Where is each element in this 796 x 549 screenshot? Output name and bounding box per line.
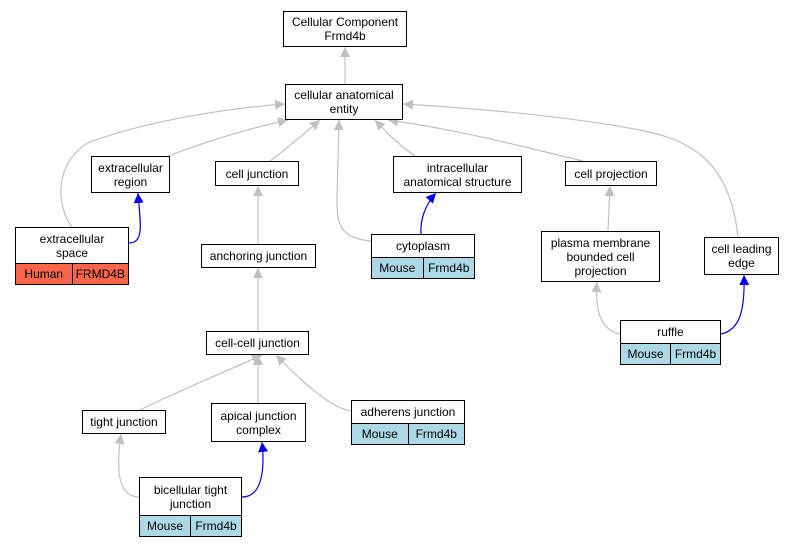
node-cell-junction[interactable]: cell junction: [215, 161, 299, 186]
node-label: extracellular space: [39, 231, 105, 260]
edge-is-a-ecs-to-cae: [60, 99, 286, 228]
node-anchoring-junction[interactable]: anchoring junction: [201, 244, 316, 268]
edge-is-a-ias-to-cae: [374, 119, 416, 157]
node-extracellular-region[interactable]: extracellular region: [91, 156, 170, 193]
edge-is-a-cp-to-cae: [387, 116, 584, 162]
mouse-annotation-row: Mouse Frmd4b: [352, 423, 464, 444]
node-extracellular-space[interactable]: extracellular space Human FRMD4B: [15, 227, 129, 285]
node-intracellular-anatomical-structure[interactable]: intracellular anatomical structure: [393, 156, 522, 193]
edge-part-of-ruffle-to-cle: [720, 274, 750, 335]
node-label: cytoplasm: [395, 239, 451, 253]
node-label: cell leading edge: [711, 242, 772, 270]
edge-is-a-cyto-to-cae: [333, 119, 372, 242]
edge-is-a-pmbcp-to-cp: [604, 185, 615, 232]
edge-part-of-cyto-to-ias: [420, 192, 437, 235]
node-bicellular-tight-junction[interactable]: bicellular tight junction Mouse Frmd4b: [139, 477, 242, 537]
node-label: intracellular anatomical structure: [403, 160, 512, 189]
node-cell-cell-junction[interactable]: cell-cell junction: [206, 331, 309, 355]
node-cell-projection[interactable]: cell projection: [565, 161, 657, 186]
node-label: Cellular Component Frmd4b: [291, 15, 399, 43]
human-annotation-row: Human FRMD4B: [16, 263, 128, 284]
mouse-annotation-row: Mouse Frmd4b: [140, 515, 241, 536]
node-label: plasma membrane bounded cell projection: [550, 235, 651, 278]
node-adherens-junction[interactable]: adherens junction Mouse Frmd4b: [351, 400, 465, 445]
node-plasma-membrane-bounded-cell-projection[interactable]: plasma membrane bounded cell projection: [541, 231, 660, 282]
node-label: apical junction complex: [220, 408, 297, 437]
node-cell-leading-edge[interactable]: cell leading edge: [704, 237, 779, 275]
node-cytoplasm[interactable]: cytoplasm Mouse Frmd4b: [371, 234, 475, 279]
gene-label: Frmd4b: [670, 344, 720, 364]
node-label: anchoring junction: [209, 249, 308, 263]
species-label: Mouse: [361, 427, 398, 441]
gene-label: Frmd4b: [407, 424, 465, 444]
species-label: Human: [24, 267, 64, 281]
species-label: Mouse: [379, 261, 416, 275]
species-label: Mouse: [146, 519, 184, 533]
gene-label: Frmd4b: [422, 258, 475, 278]
node-label: cellular anatomical entity: [294, 88, 394, 116]
edge-is-a-cj-to-cae: [269, 119, 321, 162]
node-label: bicellular tight junction: [153, 482, 228, 511]
node-label: cell-cell junction: [215, 336, 300, 350]
mouse-annotation-row: Mouse Frmd4b: [372, 257, 474, 278]
node-tight-junction[interactable]: tight junction: [82, 410, 166, 434]
species-label: Mouse: [627, 347, 664, 361]
node-label: tight junction: [90, 415, 158, 429]
gene-label: FRMD4B: [71, 264, 129, 284]
node-cellular-anatomical-entity[interactable]: cellular anatomical entity: [285, 84, 403, 120]
edge-is-a-ruffle-to-pmbcp: [591, 281, 621, 335]
edge-part-of-btj-to-ajc: [241, 441, 269, 498]
node-label: cell projection: [574, 166, 648, 181]
node-label: ruffle: [657, 325, 684, 339]
node-ruffle[interactable]: ruffle Mouse Frmd4b: [620, 320, 721, 365]
edge-is-a-ecr-to-cae: [167, 117, 289, 157]
node-label: adherens junction: [360, 405, 456, 419]
edge-is-a-btj-to-tj: [114, 433, 140, 498]
node-cellular-component[interactable]: Cellular Component Frmd4b: [283, 11, 407, 47]
edge-is-a-cle-to-cae: [402, 99, 739, 238]
node-apical-junction-complex[interactable]: apical junction complex: [211, 403, 306, 442]
edge-part-of-ecs-to-ecr: [128, 192, 144, 244]
edge-is-a-adj-to-ccj: [275, 354, 352, 412]
node-label: extracellular region: [98, 160, 163, 189]
node-label: cell junction: [225, 166, 289, 181]
edge-is-a-tj-to-ccj: [139, 354, 263, 411]
gene-label: Frmd4b: [190, 516, 241, 536]
mouse-annotation-row: Mouse Frmd4b: [621, 343, 720, 364]
